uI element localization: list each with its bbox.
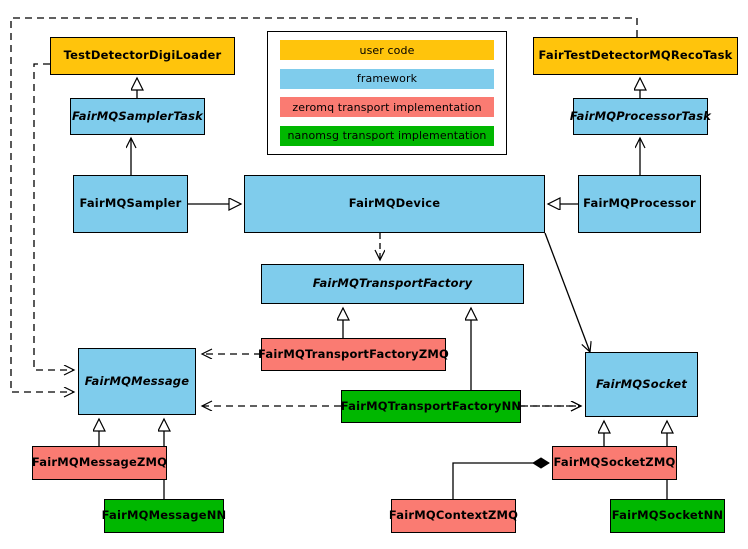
legend-item-nanomsg: nanomsg transport implementation: [280, 125, 494, 146]
class-node-label: FairMQTransportFactoryZMQ: [258, 346, 450, 361]
class-node-label: FairMQTransportFactory: [312, 276, 473, 291]
class-node-FairMQTransportFactory[interactable]: FairMQTransportFactory: [261, 264, 524, 304]
class-node-FairMQMessageNN[interactable]: FairMQMessageNN: [101, 499, 227, 533]
class-node-FairMQSampler[interactable]: FairMQSampler: [73, 175, 188, 233]
legend: user code framework zeromq transport imp…: [267, 31, 507, 155]
class-node-label: FairTestDetectorMQRecoTask: [538, 48, 733, 63]
class-node-label: FairMQMessage: [84, 373, 190, 388]
class-node-label: FairMQProcessorTask: [569, 108, 712, 123]
class-node-label: FairMQProcessor: [583, 196, 696, 211]
class-node-label: FairMQContextZMQ: [388, 508, 519, 523]
class-node-label: FairMQSocketZMQ: [553, 455, 676, 470]
class-node-FairMQTransportFactoryNN[interactable]: FairMQTransportFactoryNN: [341, 390, 521, 423]
class-node-FairMQSocketZMQ[interactable]: FairMQSocketZMQ: [552, 446, 677, 480]
class-node-TestDetectorDigiLoader[interactable]: TestDetectorDigiLoader: [50, 37, 235, 75]
class-node-label: FairMQSocketNN: [611, 508, 724, 523]
class-node-label: FairMQMessageNN: [101, 508, 227, 523]
legend-item-framework: framework: [280, 68, 494, 89]
class-node-FairMQMessage[interactable]: FairMQMessage: [78, 348, 196, 415]
class-node-label: FairMQDevice: [348, 196, 441, 211]
class-node-label: FairMQSocket: [595, 376, 688, 391]
class-node-FairTestDetectorMQRecoTask[interactable]: FairTestDetectorMQRecoTask: [533, 37, 738, 75]
class-node-FairMQProcessor[interactable]: FairMQProcessor: [578, 175, 701, 233]
class-node-label: FairMQMessageZMQ: [31, 455, 168, 470]
legend-item-zeromq: zeromq transport implementation: [280, 97, 494, 118]
edge-device-to-socket: [544, 232, 590, 352]
class-node-label: FairMQTransportFactoryNN: [340, 398, 522, 413]
edge-socketzmq-composition-contextzmq: [452, 457, 550, 499]
edge-digiloader-to-message: [33, 63, 74, 370]
class-node-FairMQDevice[interactable]: FairMQDevice: [244, 175, 545, 233]
class-node-FairMQSocketNN[interactable]: FairMQSocketNN: [610, 499, 725, 533]
class-node-label: FairMQSampler: [79, 196, 182, 211]
class-node-label: TestDetectorDigiLoader: [63, 48, 222, 63]
class-node-FairMQSamplerTask[interactable]: FairMQSamplerTask: [70, 98, 205, 135]
class-node-FairMQMessageZMQ[interactable]: FairMQMessageZMQ: [32, 446, 167, 480]
class-node-FairMQSocket[interactable]: FairMQSocket: [585, 352, 698, 417]
class-node-label: FairMQSamplerTask: [72, 108, 203, 123]
class-node-FairMQProcessorTask[interactable]: FairMQProcessorTask: [569, 98, 712, 135]
legend-item-user-code: user code: [280, 40, 494, 60]
class-node-FairMQContextZMQ[interactable]: FairMQContextZMQ: [388, 499, 519, 533]
class-node-FairMQTransportFactoryZMQ[interactable]: FairMQTransportFactoryZMQ: [258, 338, 450, 371]
